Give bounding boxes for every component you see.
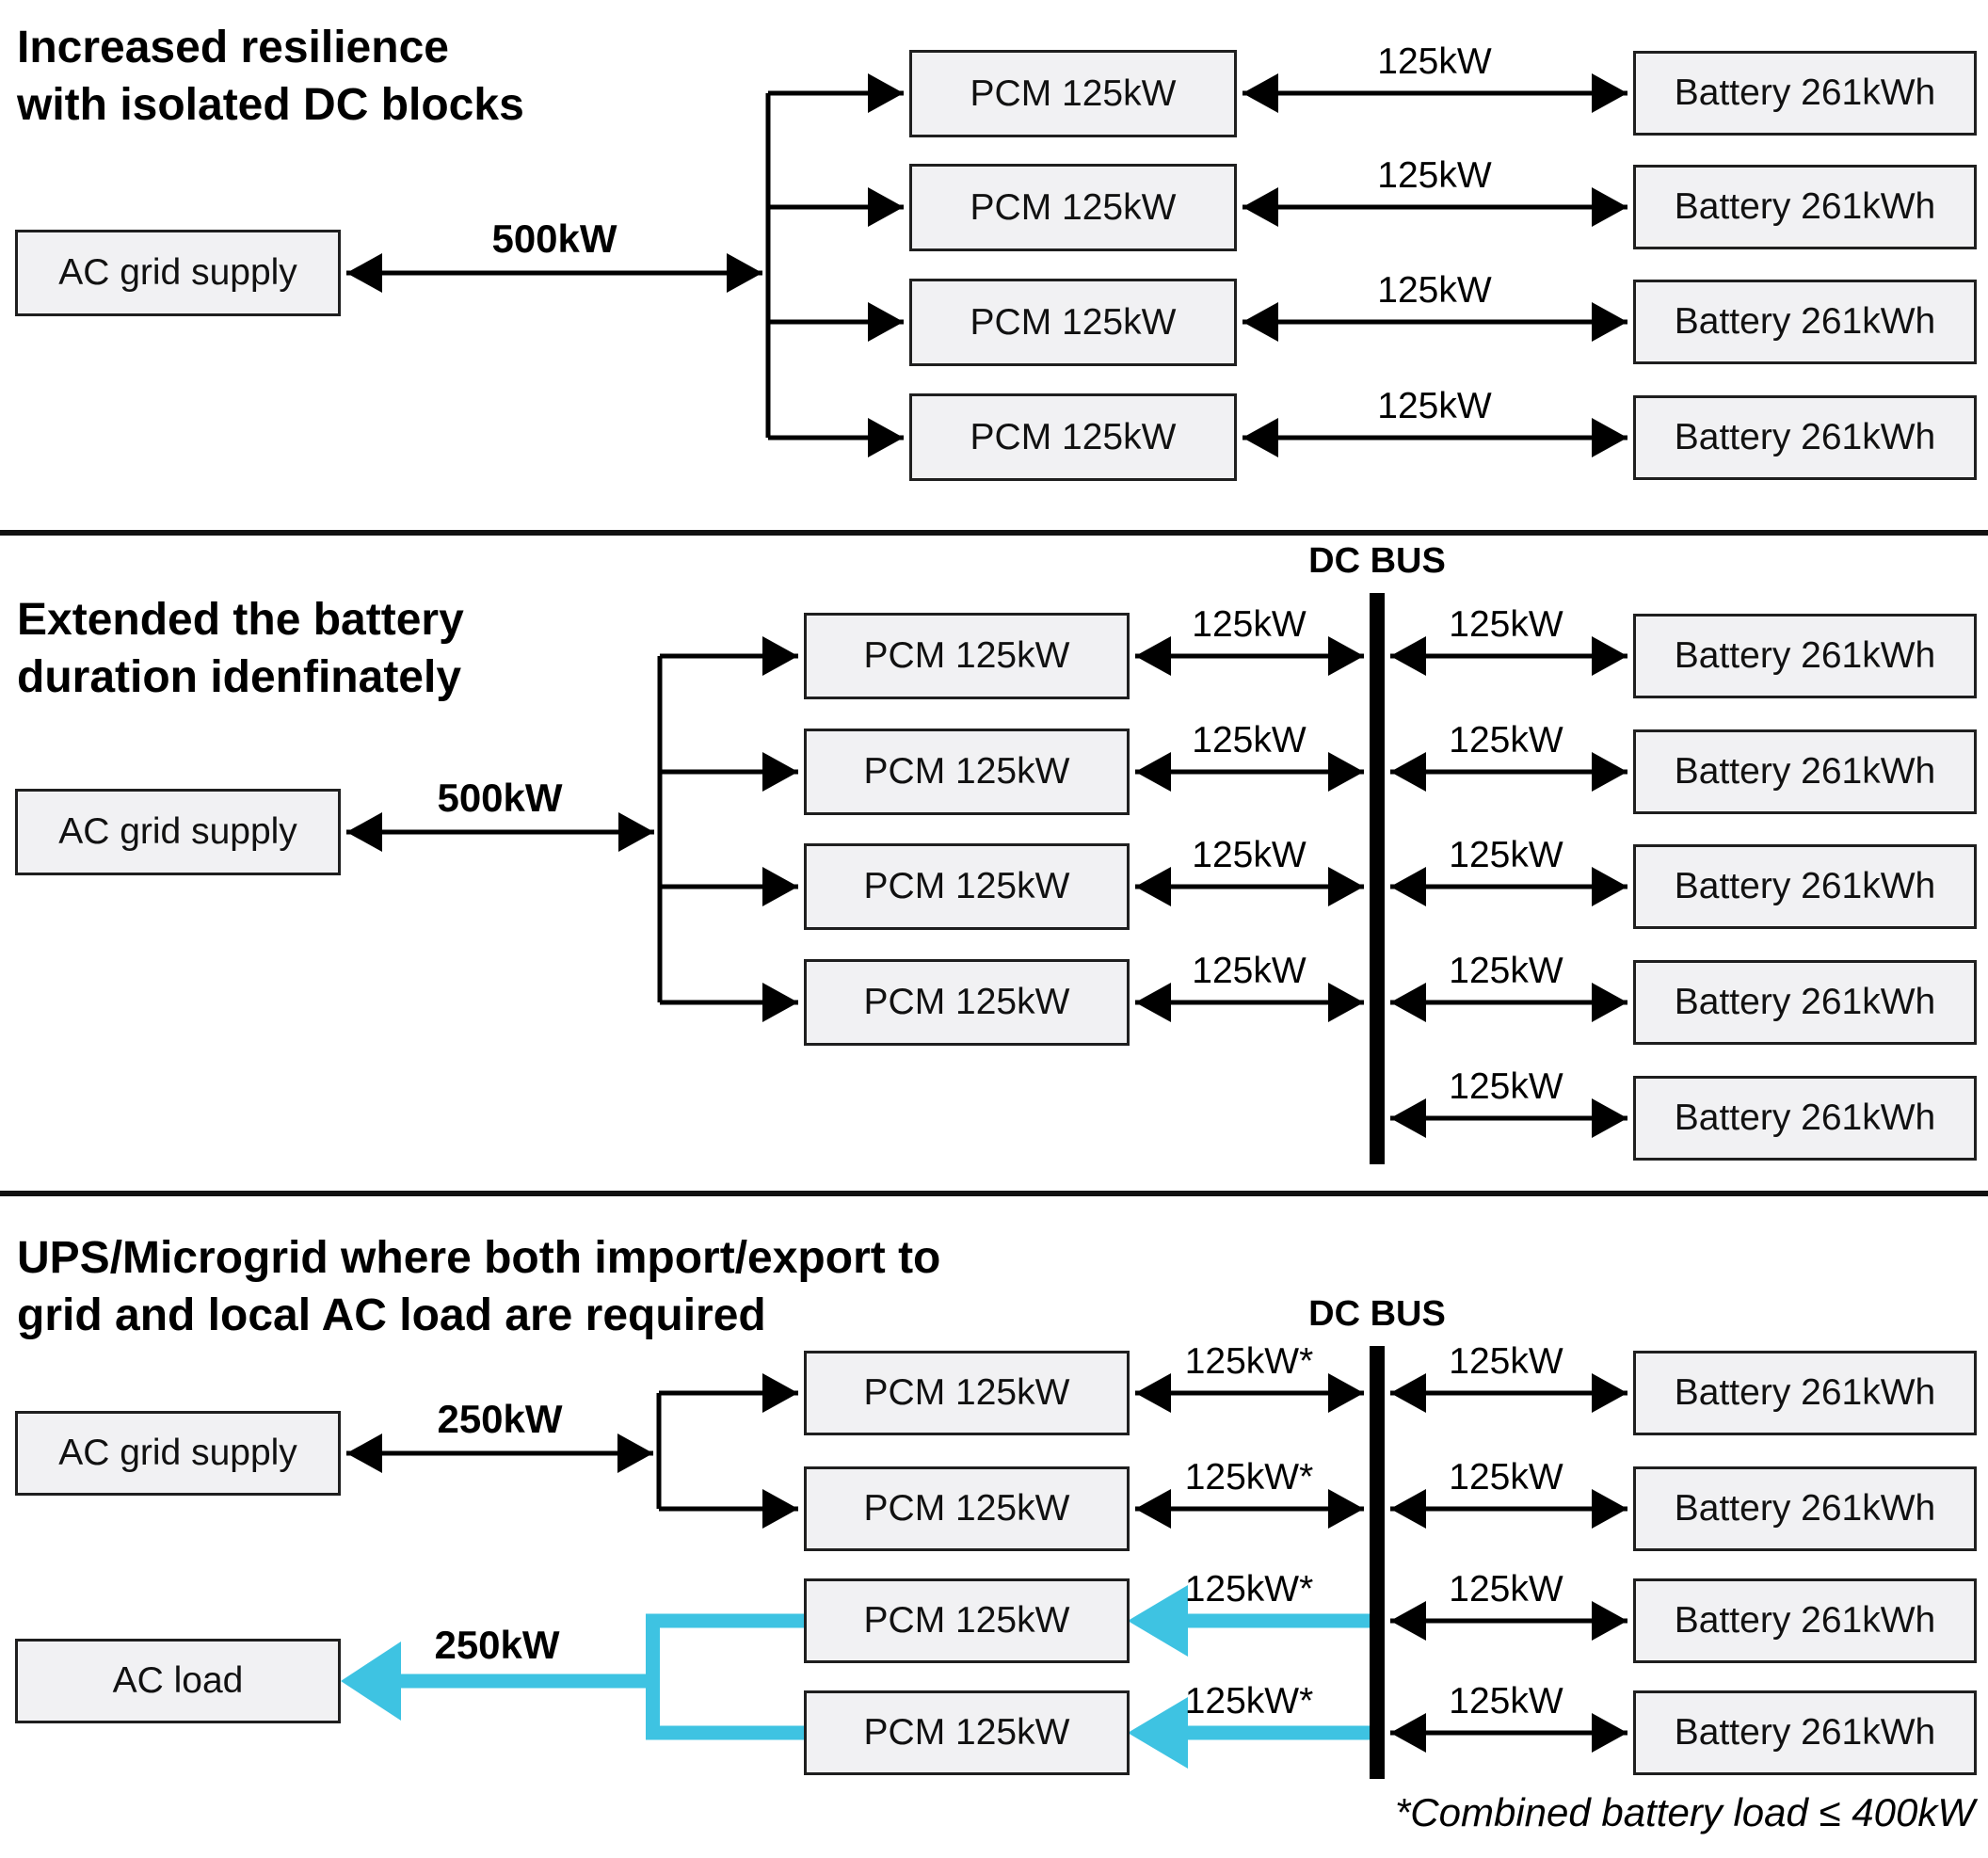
s2-battery-box-4: Battery 261kWh: [1633, 960, 1977, 1045]
s2-pcm-bus-label-4: 125kW: [1192, 951, 1307, 991]
s1-link-label-4: 125kW: [1377, 386, 1492, 426]
s2-battery-box-5: Battery 261kWh: [1633, 1076, 1977, 1161]
s2-bus-bat-label-3: 125kW: [1449, 835, 1563, 875]
s3-battery-box-1: Battery 261kWh: [1633, 1351, 1977, 1435]
s1-link-label-1: 125kW: [1377, 41, 1492, 82]
s1-link-label-3: 125kW: [1377, 270, 1492, 311]
s3-bus-bat-label-3: 125kW: [1449, 1569, 1563, 1610]
s3-pcm-box-1: PCM 125kW: [804, 1351, 1130, 1435]
s2-bus-bat-label-5: 125kW: [1449, 1066, 1563, 1107]
s3-pcm-box-2: PCM 125kW: [804, 1466, 1130, 1551]
s2-pcm-bus-links: [1135, 636, 1364, 1022]
s2-pcm-box-1: PCM 125kW: [804, 613, 1130, 699]
s2-bus-bat-label-4: 125kW: [1449, 951, 1563, 991]
s3-pcm-bus-label-3: 125kW*: [1184, 1569, 1314, 1610]
s2-battery-box-3: Battery 261kWh: [1633, 844, 1977, 929]
s3-fanout: [656, 1373, 798, 1529]
s3-pcm-box-3: PCM 125kW: [804, 1578, 1130, 1663]
s2-bus-battery-links: [1390, 636, 1627, 1138]
s3-ac-load-box: AC load: [15, 1639, 341, 1723]
s3-bus-bat-label-1: 125kW: [1449, 1341, 1563, 1382]
s2-pcm-box-4: PCM 125kW: [804, 959, 1130, 1046]
s3-pcm-bus-links: [1135, 1373, 1364, 1529]
s1-pcm-box-4: PCM 125kW: [909, 393, 1237, 481]
s1-battery-box-3: Battery 261kWh: [1633, 280, 1977, 364]
s3-load-flow-label: 250kW: [434, 1623, 560, 1667]
section-divider-2: [0, 1191, 1988, 1196]
s2-title-line1: Extended the battery: [17, 595, 464, 645]
s2-title: Extended the battery duration idenfinate…: [17, 591, 464, 706]
s1-title-line1: Increased resilience: [17, 23, 449, 72]
s1-ac-grid-supply-box: AC grid supply: [15, 230, 341, 316]
s2-ac-grid-supply-box: AC grid supply: [15, 789, 341, 875]
s1-battery-box-2: Battery 261kWh: [1633, 165, 1977, 249]
s2-dc-bus-label: DC BUS: [1308, 541, 1446, 581]
section-divider-1: [0, 530, 1988, 536]
s2-pcm-bus-label-2: 125kW: [1192, 720, 1307, 761]
s2-battery-box-2: Battery 261kWh: [1633, 729, 1977, 814]
s3-ac-load-cyan-feed: [341, 1613, 804, 1740]
s3-title: UPS/Microgrid where both import/export t…: [17, 1229, 940, 1344]
s3-pcm-bus-label-2: 125kW*: [1184, 1457, 1314, 1498]
s2-main-flow-label: 500kW: [437, 776, 563, 820]
s3-main-flow-label: 250kW: [437, 1397, 563, 1441]
s3-bus-battery-links: [1390, 1373, 1627, 1753]
s1-pcm-box-1: PCM 125kW: [909, 50, 1237, 137]
s3-title-line1: UPS/Microgrid where both import/export t…: [17, 1233, 941, 1283]
s1-battery-box-4: Battery 261kWh: [1633, 395, 1977, 480]
s3-bus-bat-label-4: 125kW: [1449, 1681, 1563, 1722]
s3-battery-box-2: Battery 261kWh: [1633, 1466, 1977, 1551]
s3-footnote: *Combined battery load ≤ 400kW: [1394, 1790, 1975, 1834]
s2-fanout: [657, 636, 798, 1022]
s2-title-line2: duration idenfinately: [17, 652, 462, 702]
s2-pcm-box-3: PCM 125kW: [804, 843, 1130, 930]
s2-bus-bat-label-2: 125kW: [1449, 720, 1563, 761]
s1-title: Increased resilience with isolated DC bl…: [17, 19, 524, 134]
s3-title-line2: grid and local AC load are required: [17, 1290, 766, 1340]
s2-battery-box-1: Battery 261kWh: [1633, 614, 1977, 698]
s3-dc-bus-label: DC BUS: [1308, 1294, 1446, 1334]
s3-pcm-box-4: PCM 125kW: [804, 1690, 1130, 1775]
s3-pcm-bus-label-4: 125kW*: [1184, 1681, 1314, 1722]
s3-bus-pcm-cyan-arrows: [1128, 1585, 1370, 1769]
s1-title-line2: with isolated DC blocks: [17, 80, 524, 130]
s3-battery-box-3: Battery 261kWh: [1633, 1578, 1977, 1663]
s2-pcm-box-2: PCM 125kW: [804, 729, 1130, 815]
s1-fanout: [765, 73, 904, 457]
s1-main-flow-label: 500kW: [491, 216, 617, 261]
s2-pcm-bus-label-3: 125kW: [1192, 835, 1307, 875]
s2-bus-bat-label-1: 125kW: [1449, 604, 1563, 645]
s1-pcm-battery-links: [1242, 73, 1627, 457]
s3-pcm-bus-label-1: 125kW*: [1184, 1341, 1314, 1382]
s3-dc-bus-bar: [1370, 1346, 1385, 1779]
s1-pcm-box-3: PCM 125kW: [909, 279, 1237, 366]
s3-battery-box-4: Battery 261kWh: [1633, 1690, 1977, 1775]
s1-battery-box-1: Battery 261kWh: [1633, 51, 1977, 136]
s2-dc-bus-bar: [1370, 593, 1385, 1164]
s3-ac-grid-supply-box: AC grid supply: [15, 1411, 341, 1496]
s1-link-label-2: 125kW: [1377, 155, 1492, 196]
s1-pcm-box-2: PCM 125kW: [909, 164, 1237, 251]
s2-pcm-bus-label-1: 125kW: [1192, 604, 1307, 645]
s3-bus-bat-label-2: 125kW: [1449, 1457, 1563, 1498]
